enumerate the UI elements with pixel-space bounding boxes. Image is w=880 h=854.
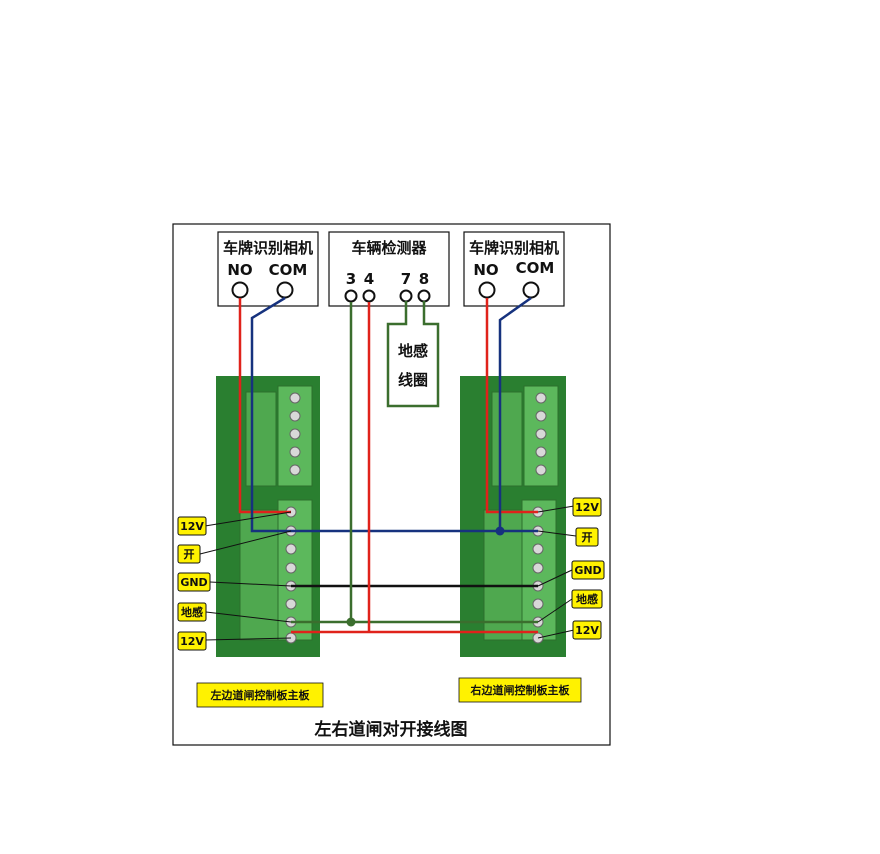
right-board-label: 右边道闸控制板主板 xyxy=(458,677,582,703)
right-tag-12v-top: 12V xyxy=(537,497,602,517)
left-camera-no-label: NO xyxy=(227,261,252,279)
right-tag-12v-bottom-text: 12V xyxy=(575,624,599,637)
detector-title: 车辆检测器 xyxy=(351,239,427,257)
diagram-caption: 左右道闸对开接线图 xyxy=(315,719,468,740)
left-tag-12v-top: 12V xyxy=(177,511,292,536)
left-tag-12v-bottom-text: 12V xyxy=(180,635,204,648)
detector-t8-terminal xyxy=(417,289,431,303)
wire-left-com-blue xyxy=(250,296,291,533)
right-camera-title: 车牌识别相机 xyxy=(469,239,559,257)
right-lower-screws xyxy=(532,506,544,644)
detector-t3-label: 3 xyxy=(346,270,356,288)
wire-left-no-red xyxy=(238,298,291,514)
left-lower-screws xyxy=(285,506,297,644)
wire-sensor-junction xyxy=(346,617,356,627)
left-camera-box: 车牌识别相机 NO COM xyxy=(217,231,319,307)
right-tag-12v-bottom: 12V xyxy=(537,620,602,640)
detector-t4-terminal xyxy=(362,289,376,303)
detector-t3-terminal xyxy=(344,289,358,303)
left-tag-open-text: 开 xyxy=(184,548,195,561)
left-tag-open: 开 xyxy=(177,530,292,564)
left-tag-sensor-text: 地感 xyxy=(181,605,203,619)
left-tag-12v-top-text: 12V xyxy=(180,520,204,533)
loop-coil: 地感 线圈 xyxy=(386,301,440,408)
loop-coil-wire xyxy=(386,301,440,408)
right-tag-12v-top-text: 12V xyxy=(575,501,599,514)
left-upper-plug xyxy=(245,391,277,487)
right-board-label-text: 右边道闸控制板主板 xyxy=(470,683,571,697)
detector-t8-label: 8 xyxy=(419,270,429,288)
right-camera-no-terminal xyxy=(478,281,496,299)
left-tag-sensor: 地感 xyxy=(177,602,292,623)
left-upper-screws xyxy=(289,392,301,476)
left-tag-gnd: GND xyxy=(177,572,292,592)
right-tag-sensor-text: 地感 xyxy=(576,592,598,606)
left-camera-no-terminal xyxy=(231,281,249,299)
left-tag-12v-bottom: 12V xyxy=(177,631,292,651)
right-camera-box: 车牌识别相机 NO COM xyxy=(463,231,565,307)
left-tag-gnd-text: GND xyxy=(180,576,207,589)
right-control-board xyxy=(460,376,566,657)
wire-open-junction xyxy=(495,526,505,536)
detector-t7-label: 7 xyxy=(401,270,411,288)
left-camera-com-terminal xyxy=(276,281,294,299)
wire-right-no-red xyxy=(485,298,538,514)
left-lower-plug xyxy=(239,509,279,641)
right-camera-no-label: NO xyxy=(473,261,498,279)
left-camera-title: 车牌识别相机 xyxy=(223,239,313,257)
loop-coil-line1: 地感 xyxy=(398,342,428,360)
right-board-tags: 12V 开 GND 地感 12V xyxy=(537,497,605,640)
detector-t4-label: 4 xyxy=(364,270,374,288)
right-camera-com-label: COM xyxy=(516,259,555,277)
right-tag-open: 开 xyxy=(537,527,599,547)
right-tag-gnd-text: GND xyxy=(574,564,601,577)
right-upper-screws xyxy=(535,392,547,476)
loop-coil-line2: 线圈 xyxy=(398,371,428,389)
left-board-label-text: 左边道闸控制板主板 xyxy=(210,688,311,702)
vehicle-detector-box: 车辆检测器 3 4 7 8 xyxy=(328,231,450,307)
right-tag-sensor: 地感 xyxy=(537,589,603,623)
left-board-label: 左边道闸控制板主板 xyxy=(196,682,324,708)
left-camera-com-label: COM xyxy=(269,261,308,279)
right-tag-gnd: GND xyxy=(537,560,605,587)
right-upper-plug xyxy=(491,391,523,487)
wire-right-com-blue xyxy=(498,296,532,531)
right-tag-open-text: 开 xyxy=(582,531,593,544)
detector-t7-terminal xyxy=(399,289,413,303)
right-camera-com-terminal xyxy=(522,281,540,299)
left-board-tags: 12V 开 GND 地感 12V xyxy=(177,511,292,651)
